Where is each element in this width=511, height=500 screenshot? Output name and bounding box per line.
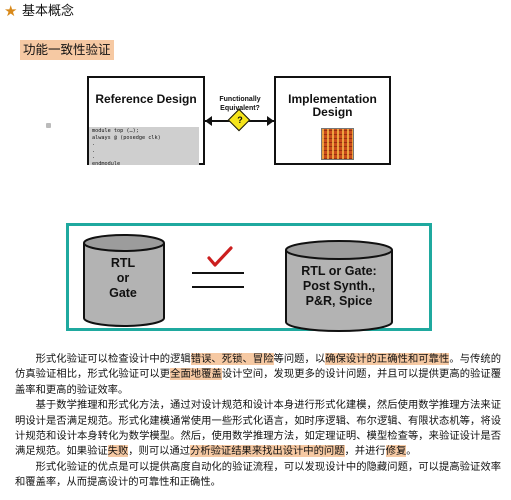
highlighted-text: 失败 <box>107 445 129 458</box>
cylinder-label-line: RTL <box>110 256 136 270</box>
text-run: 等问题，以 <box>273 353 326 365</box>
paragraph: 形式化验证的优点是可以提供高度自动化的验证流程，可以发现设计中的隐藏问题，可以提… <box>15 460 501 491</box>
highlighted-text: 确保设计的正确性和可靠性 <box>325 353 450 365</box>
highlighted-text: 修复 <box>385 445 407 458</box>
reference-design-title-text: Reference Design <box>95 92 197 106</box>
text-run: 形式化验证可以检查设计中的逻辑 <box>35 353 191 365</box>
text-run: 形式化验证的优点是可以提供高度自动化的验证流程，可以发现设计中的隐藏问题，可以提… <box>15 460 501 489</box>
text-run: 设计空间，发现更多的设计问题，并且可以提供更高的验证覆盖率和更高的验证效率。 <box>15 368 502 396</box>
rtl-or-gate-post-synth-label: RTL or Gate:Post Synth.,P&R, Spice <box>288 264 390 309</box>
diamond-question-mark: ? <box>237 115 243 125</box>
paragraph: 形式化验证可以检查设计中的逻辑错误、死锁、冒险等问题，以确保设计的正确性和可靠性… <box>15 352 501 398</box>
arrow-right-icon <box>267 116 274 126</box>
text-run: 。与传统的仿真验证相比，形式化验证可以更 <box>15 353 502 381</box>
text-run: 基于数学推理和形式化方法，通过对设计规范和设计本身进行形式化建模，然后使用数学推… <box>15 399 501 458</box>
code-line: endmodule <box>92 160 121 167</box>
implementation-design-title-text: Implementation Design <box>288 92 377 119</box>
paragraph: 基于数学推理和形式化方法，通过对设计规范和设计本身进行形式化建模，然后使用数学推… <box>15 398 501 460</box>
cylinder-label-line: P&R, Spice <box>305 294 373 308</box>
star-icon: ★ <box>4 2 18 20</box>
implementation-design-box: Implementation Design <box>274 76 391 165</box>
equals-line-bottom <box>192 286 244 288</box>
rtl-gate-cylinder-icon <box>83 234 165 327</box>
arrow-left-icon <box>205 116 212 126</box>
code-line: module top (…); <box>92 128 139 134</box>
text-run: ，并进行 <box>344 445 386 458</box>
body-text: 形式化验证可以检查设计中的逻辑错误、死锁、冒险等问题，以确保设计的正确性和可靠性… <box>15 352 501 491</box>
chip-layout-icon <box>321 128 354 160</box>
red-checkmark-icon <box>207 246 233 267</box>
functionally-equivalent-label: Functionally Equivalent? <box>219 96 261 112</box>
section-heading: 基本概念 <box>22 4 75 19</box>
equals-line-top <box>192 272 244 274</box>
code-line: . <box>92 154 96 161</box>
code-line: . <box>92 141 96 148</box>
highlighted-text: 错误、死锁、冒险 <box>190 353 274 365</box>
highlighted-text: 全面地覆盖 <box>170 368 222 381</box>
code-line: . <box>92 147 96 154</box>
text-run: 。 <box>406 445 417 458</box>
cylinder-label-line: or <box>116 271 130 285</box>
verilog-code-block: module top (…);always @ (posedge clk)...… <box>89 127 199 167</box>
cylinder-label-line: RTL or Gate: <box>301 264 377 278</box>
implementation-design-title: Implementation Design <box>276 93 389 119</box>
section-subheading: 功能一致性验证 <box>20 40 114 60</box>
cylinder-label-line: Post Synth., <box>302 279 376 293</box>
code-line: always @ (posedge clk) <box>92 134 161 141</box>
text-run: ，则可以通过 <box>128 445 191 458</box>
reference-design-title: Reference Design <box>89 93 203 106</box>
highlighted-text: 分析验证结果来找出设计中的问题 <box>190 445 345 458</box>
reference-design-box: Reference Design module top (…);always @… <box>87 76 205 167</box>
cylinder-label-line: Gate <box>109 286 137 300</box>
bullet-marker <box>46 123 51 128</box>
rtl-or-gate-cylinder-icon <box>285 240 393 332</box>
